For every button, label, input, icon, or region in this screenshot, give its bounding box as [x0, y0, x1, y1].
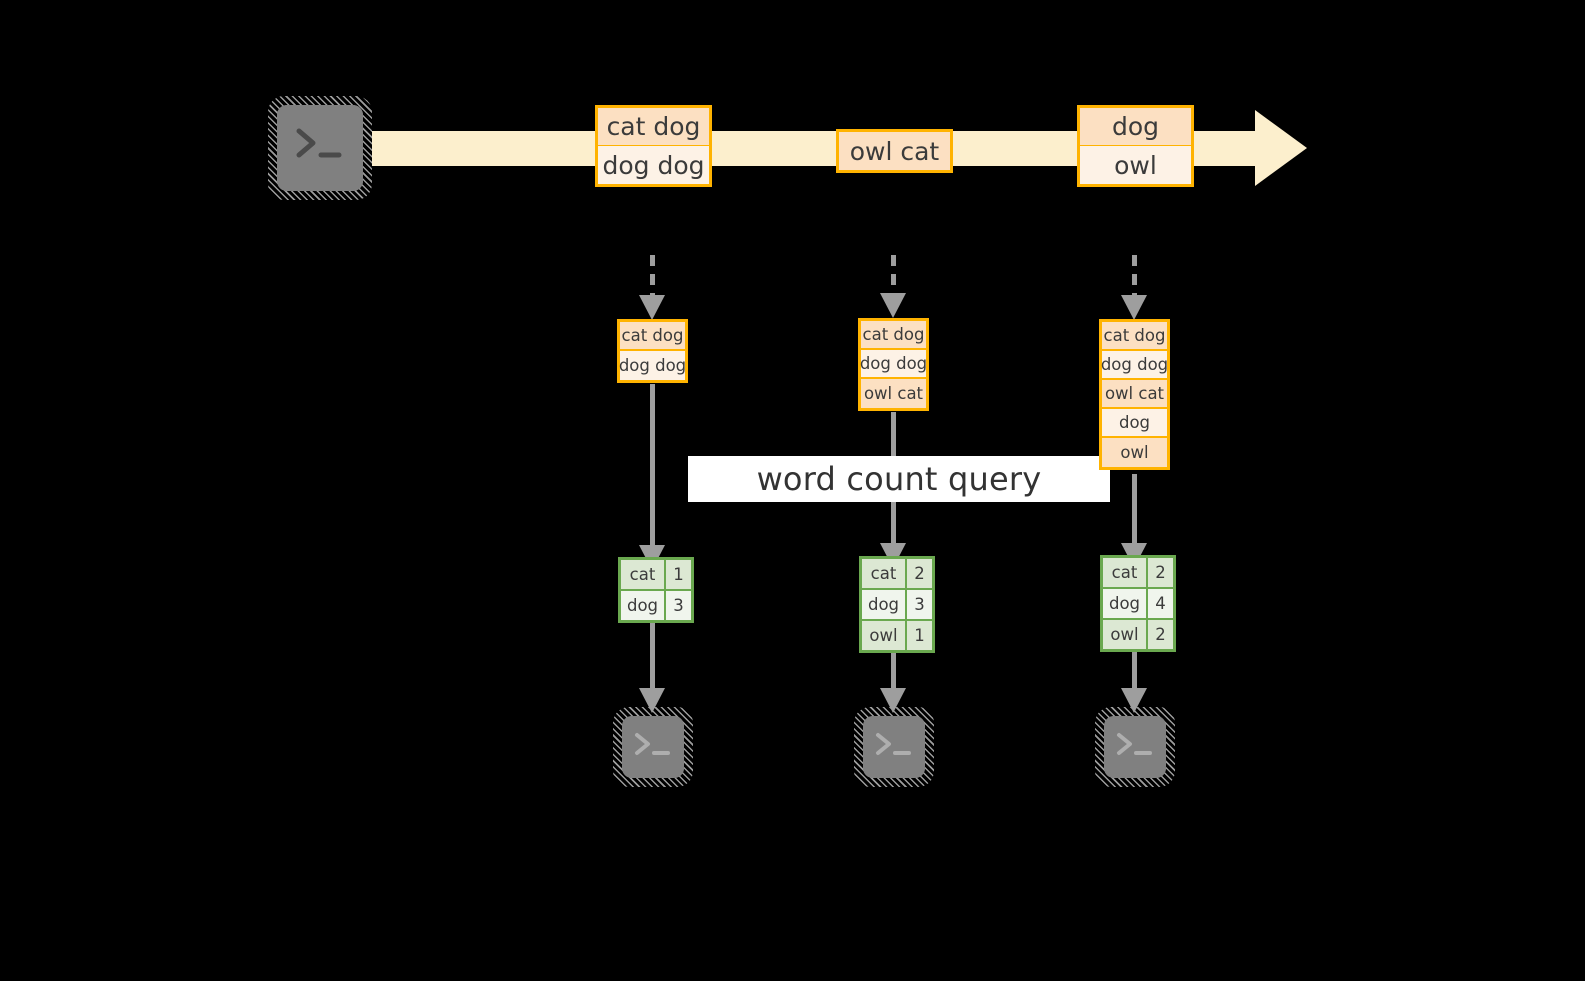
stream-record: dog	[1080, 108, 1191, 146]
sink-connector-1	[650, 620, 655, 692]
accumulated-row: dog dog	[1101, 351, 1168, 380]
accumulated-input-1[interactable]: cat dog dog dog	[617, 319, 688, 383]
terminal-face	[277, 105, 363, 191]
trigger-connector-3	[1132, 255, 1137, 300]
trigger-arrowhead-2	[880, 293, 906, 318]
table-row: dog 3	[621, 591, 691, 620]
count-cell: 2	[907, 559, 932, 588]
count-cell: 1	[907, 621, 932, 650]
stream-record: cat dog	[598, 108, 709, 146]
table-row: dog 3	[862, 590, 932, 621]
terminal-face	[863, 716, 925, 778]
accumulated-input-3[interactable]: cat dog dog dog owl cat dog owl	[1099, 319, 1170, 470]
word-cell: dog	[1103, 589, 1148, 618]
input-stream-arrowhead	[1255, 110, 1307, 186]
terminal-face	[1104, 716, 1166, 778]
stream-record: dog dog	[598, 146, 709, 184]
sink-connector-2	[891, 650, 896, 692]
terminal-prompt-glyph	[635, 733, 670, 755]
count-cell: 3	[907, 590, 932, 619]
trigger-connector-1	[650, 255, 655, 300]
accumulated-row: owl	[1102, 438, 1167, 467]
sink-terminal-icon-2[interactable]	[854, 707, 934, 787]
word-count-result-1[interactable]: cat 1 dog 3	[618, 557, 694, 623]
stream-record: owl	[1080, 146, 1191, 184]
sink-terminal-icon-1[interactable]	[613, 707, 693, 787]
word-count-result-3[interactable]: cat 2 dog 4 owl 2	[1100, 555, 1176, 652]
trigger-connector-2	[891, 255, 896, 298]
accumulated-row: owl cat	[861, 379, 926, 408]
accumulated-row: dog	[1102, 409, 1167, 438]
table-row: cat 2	[862, 559, 932, 590]
accumulated-input-2[interactable]: cat dog dog dog owl cat	[858, 318, 929, 411]
stream-record: owl cat	[839, 132, 950, 170]
source-terminal-icon[interactable]	[268, 96, 372, 200]
count-cell: 1	[666, 560, 691, 589]
word-cell: owl	[1103, 620, 1148, 649]
accumulated-row: cat dog	[620, 322, 685, 351]
count-cell: 4	[1148, 589, 1173, 618]
word-count-result-2[interactable]: cat 2 dog 3 owl 1	[859, 556, 935, 653]
stream-batch-2[interactable]: owl cat	[836, 129, 953, 173]
count-cell: 2	[1148, 620, 1173, 649]
accumulated-row: cat dog	[861, 321, 926, 350]
count-cell: 2	[1148, 558, 1173, 587]
word-cell: dog	[862, 590, 907, 619]
terminal-prompt-glyph	[296, 128, 342, 158]
table-row: cat 1	[621, 560, 691, 591]
stream-batch-1[interactable]: cat dog dog dog	[595, 105, 712, 187]
accumulated-row: dog dog	[860, 350, 927, 379]
count-cell: 3	[666, 591, 691, 620]
table-row: cat 2	[1103, 558, 1173, 589]
accumulated-row: dog dog	[619, 351, 686, 380]
sink-terminal-icon-3[interactable]	[1095, 707, 1175, 787]
terminal-prompt-glyph	[1117, 733, 1152, 755]
accumulated-row: owl cat	[1102, 380, 1167, 409]
stream-batch-3[interactable]: dog owl	[1077, 105, 1194, 187]
terminal-face	[622, 716, 684, 778]
sink-connector-3	[1132, 649, 1137, 692]
query-banner: word count query	[688, 456, 1110, 502]
query-label: word count query	[756, 460, 1042, 498]
trigger-arrowhead-1	[639, 295, 665, 320]
sink-arrowhead-3	[1121, 688, 1147, 713]
sink-arrowhead-2	[880, 688, 906, 713]
word-cell: owl	[862, 621, 907, 650]
word-cell: cat	[621, 560, 666, 589]
accumulated-row: cat dog	[1102, 322, 1167, 351]
word-cell: cat	[862, 559, 907, 588]
table-row: owl 2	[1103, 620, 1173, 649]
query-connector-3	[1132, 474, 1137, 547]
sink-arrowhead-1	[639, 688, 665, 713]
table-row: dog 4	[1103, 589, 1173, 620]
table-row: owl 1	[862, 621, 932, 650]
trigger-arrowhead-3	[1121, 295, 1147, 320]
query-connector-1	[650, 384, 655, 549]
word-cell: cat	[1103, 558, 1148, 587]
terminal-prompt-glyph	[876, 733, 911, 755]
word-cell: dog	[621, 591, 666, 620]
